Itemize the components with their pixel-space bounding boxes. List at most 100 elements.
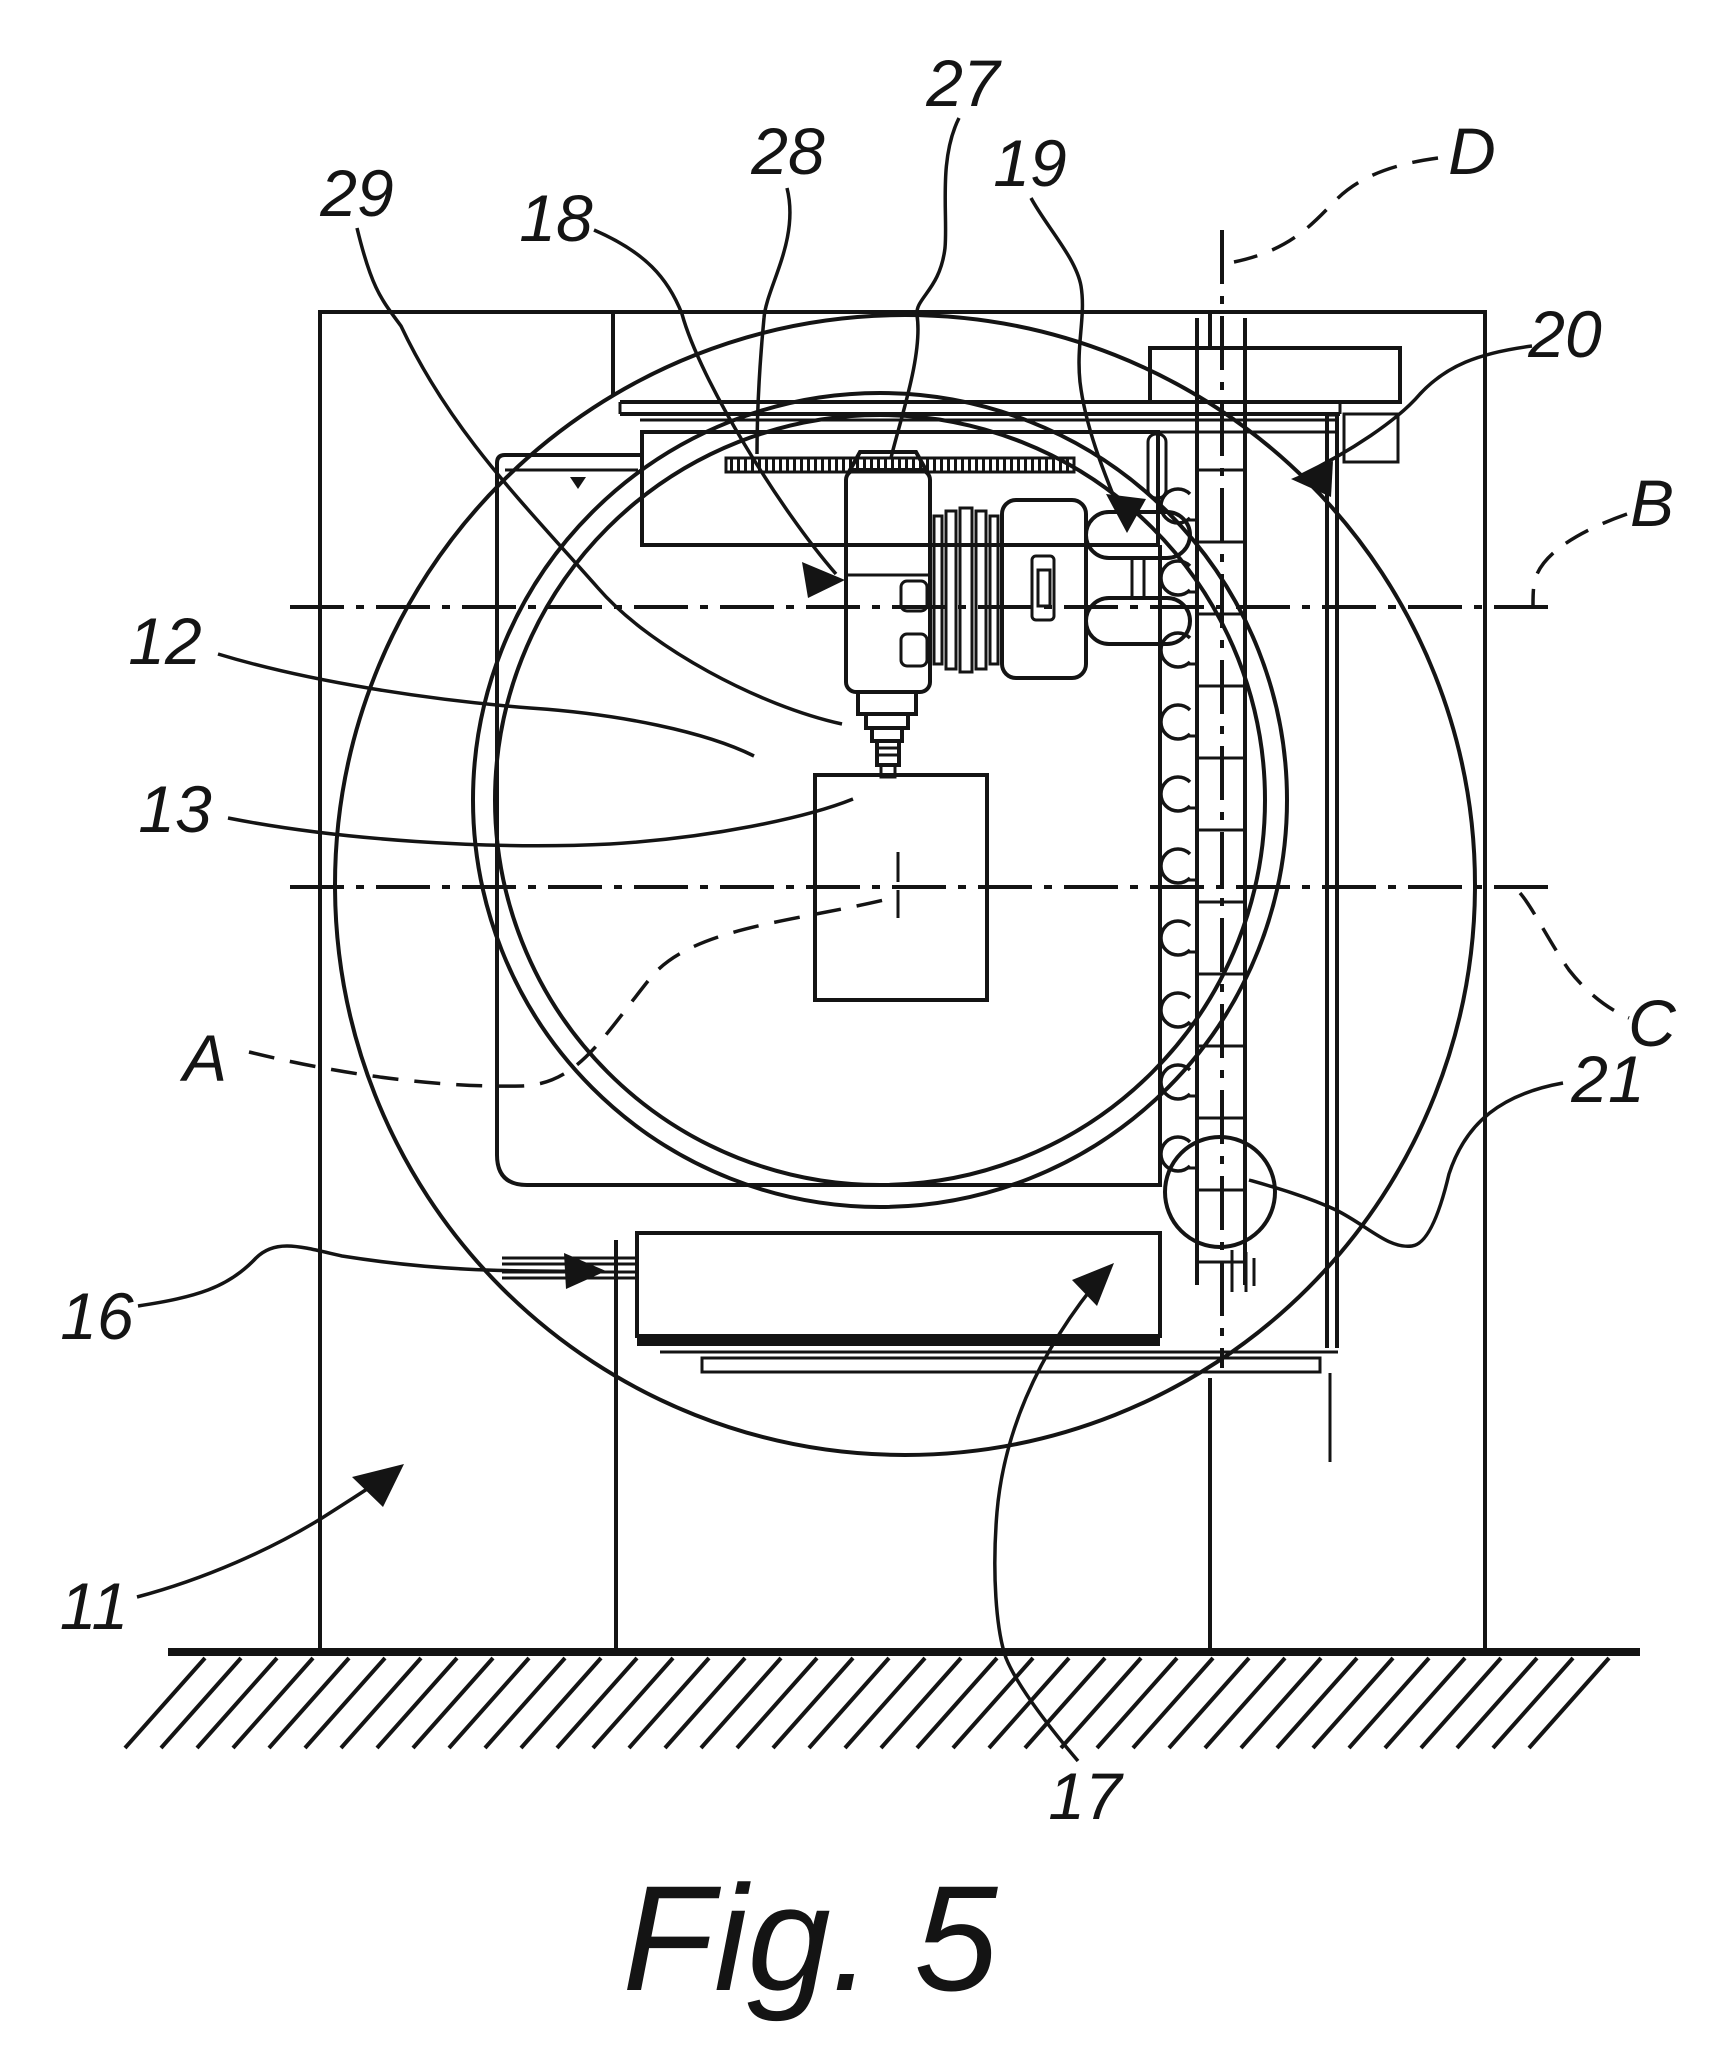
figure-caption: Fig. 5 bbox=[622, 1854, 998, 2022]
ground-hatch-stroke bbox=[699, 1656, 783, 1750]
arrowhead-16 bbox=[564, 1253, 606, 1289]
ground-hatch-stroke bbox=[339, 1656, 423, 1750]
ref-label-27: 27 bbox=[925, 46, 1002, 120]
leader-B bbox=[1531, 512, 1628, 606]
ref-label-17: 17 bbox=[1048, 1759, 1124, 1833]
tool-gripper-hook bbox=[1159, 703, 1192, 741]
tool-gripper-hook bbox=[1159, 1063, 1192, 1101]
ground-hatch-stroke bbox=[807, 1656, 891, 1750]
ground-hatch-stroke bbox=[1167, 1656, 1251, 1750]
ref-label-16: 16 bbox=[60, 1279, 134, 1353]
ground-hatch-stroke bbox=[1275, 1656, 1359, 1750]
leader-12 bbox=[217, 652, 755, 758]
ground-hatch-stroke bbox=[1383, 1656, 1467, 1750]
ref-label-A: A bbox=[179, 1021, 227, 1095]
ground-hatch-stroke bbox=[879, 1656, 963, 1750]
ground-hatch-stroke bbox=[519, 1656, 603, 1750]
leader-27 bbox=[889, 117, 961, 459]
ground-hatch-stroke bbox=[987, 1656, 1071, 1750]
ground-hatch-stroke bbox=[231, 1656, 315, 1750]
ground-hatch-stroke bbox=[555, 1656, 639, 1750]
spindle-window-upper bbox=[899, 579, 929, 613]
ground-hatch-stroke bbox=[1491, 1656, 1575, 1750]
ground-hatch-stroke bbox=[1059, 1656, 1143, 1750]
table-outer-rim bbox=[471, 391, 1289, 1209]
ground-hatch-stroke bbox=[663, 1656, 747, 1750]
arrowhead-19 bbox=[1106, 494, 1146, 533]
leader-20 bbox=[1299, 344, 1533, 478]
ground-hatch-stroke bbox=[1347, 1656, 1431, 1750]
tool-gripper-hook bbox=[1159, 775, 1192, 813]
tool-gripper-hook bbox=[1159, 1135, 1192, 1173]
plate-outline bbox=[495, 453, 1162, 1187]
ref-label-13: 13 bbox=[138, 772, 212, 846]
machine-housing bbox=[318, 310, 1487, 1652]
changer-slot bbox=[1030, 554, 1056, 622]
leader-13 bbox=[227, 797, 854, 848]
ground-hatch-stroke bbox=[1419, 1656, 1503, 1750]
tool-gripper-hook bbox=[1159, 991, 1192, 1029]
ground-hatch-stroke bbox=[591, 1656, 675, 1750]
center-axes bbox=[290, 230, 1557, 1368]
ground-hatch-stroke bbox=[483, 1656, 567, 1750]
ref-label-18: 18 bbox=[519, 181, 593, 255]
tool-gripper-hook bbox=[1159, 631, 1192, 669]
changer-housing bbox=[1000, 498, 1088, 680]
ref-label-C: C bbox=[1628, 986, 1677, 1060]
leader-28 bbox=[755, 187, 792, 455]
leader-D bbox=[1233, 156, 1439, 264]
tool-gripper-hook bbox=[1159, 847, 1192, 885]
spindle-unit bbox=[844, 450, 932, 779]
tool-stub bbox=[875, 739, 901, 767]
leader-17 bbox=[993, 1270, 1107, 1763]
slide-base-plate bbox=[700, 1356, 1322, 1374]
ref-label-20: 20 bbox=[1527, 297, 1602, 371]
ground bbox=[123, 1648, 1640, 1750]
ground-hatch-stroke bbox=[915, 1656, 999, 1750]
magazine-tool-grippers bbox=[1159, 487, 1197, 1173]
housing-outline bbox=[318, 310, 1487, 1652]
ground-hatch-stroke bbox=[195, 1656, 279, 1750]
arrowhead-11 bbox=[352, 1464, 404, 1507]
ground-hatch-stroke bbox=[951, 1656, 1035, 1750]
gripper-block bbox=[1146, 432, 1168, 500]
ground-hatch-stroke bbox=[735, 1656, 819, 1750]
ground-hatch-stroke bbox=[1455, 1656, 1539, 1750]
ref-label-29: 29 bbox=[319, 156, 393, 230]
tool-gripper-hook bbox=[1159, 559, 1192, 597]
leader-19 bbox=[1029, 197, 1126, 523]
spindle-nose bbox=[856, 690, 918, 716]
leader-18 bbox=[593, 228, 838, 576]
table-inner-rim bbox=[493, 413, 1267, 1187]
ground-hatch-stroke bbox=[1203, 1656, 1287, 1750]
ground-hatching bbox=[123, 1656, 1611, 1750]
arrowhead-18 bbox=[802, 562, 845, 598]
spindle-carriage bbox=[618, 346, 1402, 547]
datum-mark bbox=[570, 477, 586, 489]
ground-hatch-stroke bbox=[375, 1656, 459, 1750]
ref-label-28: 28 bbox=[750, 114, 825, 188]
magazine-step-block bbox=[1148, 346, 1402, 404]
ground-hatch-stroke bbox=[303, 1656, 387, 1750]
ground-hatch-stroke bbox=[771, 1656, 855, 1750]
leader-29 bbox=[355, 227, 843, 726]
leader-21 bbox=[1248, 1081, 1564, 1248]
carriage-box bbox=[640, 430, 1160, 547]
ground-hatch-stroke bbox=[123, 1656, 207, 1750]
ref-label-19: 19 bbox=[993, 126, 1066, 200]
slide-block-base bbox=[637, 1334, 1160, 1346]
ref-label-D: D bbox=[1448, 114, 1496, 188]
ground-hatch-stroke bbox=[267, 1656, 351, 1750]
magazine-top-bracket bbox=[1342, 412, 1400, 464]
tool-gripper-hook bbox=[1159, 919, 1192, 957]
arrowhead-17 bbox=[1072, 1263, 1114, 1306]
tool-magazine bbox=[1159, 318, 1339, 1462]
arrowhead-20 bbox=[1291, 461, 1333, 497]
ref-label-12: 12 bbox=[128, 604, 201, 678]
ground-hatch-stroke bbox=[1311, 1656, 1395, 1750]
tool-gripper-hook bbox=[1159, 487, 1192, 525]
leader-16 bbox=[137, 1244, 597, 1308]
